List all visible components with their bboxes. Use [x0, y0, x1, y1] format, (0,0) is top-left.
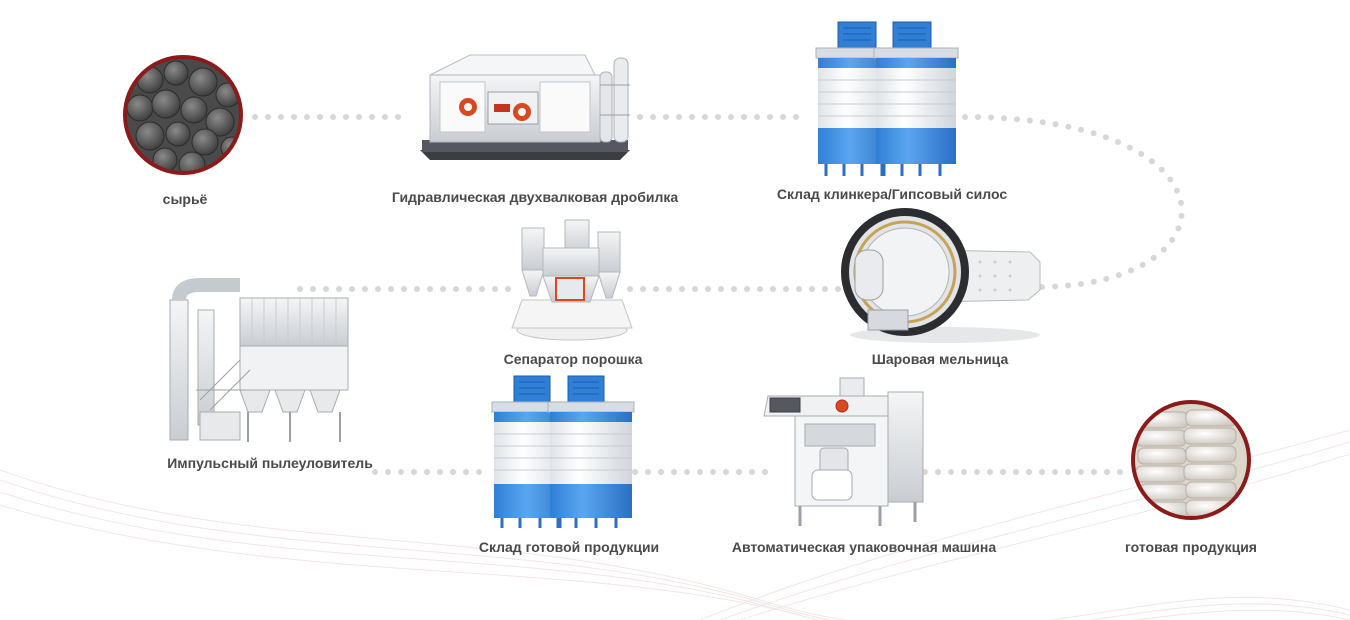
- step-label-clinker-silo: Склад клинкера/Гипсовый силос: [776, 186, 1008, 202]
- raw-material-image: [123, 55, 243, 175]
- background-waves: [0, 429, 1350, 620]
- step-label-roll-crusher: Гидравлическая двухвалковая дробилка: [391, 189, 679, 205]
- packing-machine-image: [763, 377, 924, 526]
- step-label-packing-machine: Автоматическая упаковочная машина: [731, 539, 997, 555]
- roll-crusher-image: [420, 54, 630, 160]
- ball-mill-image: [841, 208, 1041, 343]
- step-label-powder-separator: Сепаратор порошка: [503, 351, 643, 367]
- step-label-product-silo: Склад готовой продукции: [478, 539, 660, 555]
- step-label-raw-material: сырьё: [162, 191, 208, 207]
- clinker-silo-image: [815, 21, 959, 176]
- powder-separator-image: [511, 219, 633, 341]
- step-label-ball-mill: Шаровая мельница: [871, 351, 1009, 367]
- step-label-dust-collector: Импульсный пылеуловитель: [167, 455, 373, 471]
- finished-product-image: [1131, 400, 1251, 520]
- dotted-connectors: [252, 114, 1185, 475]
- product-silo-image: [491, 375, 635, 528]
- step-label-finished-product: готовая продукция: [1125, 539, 1257, 555]
- dust-collector-image: [169, 278, 349, 442]
